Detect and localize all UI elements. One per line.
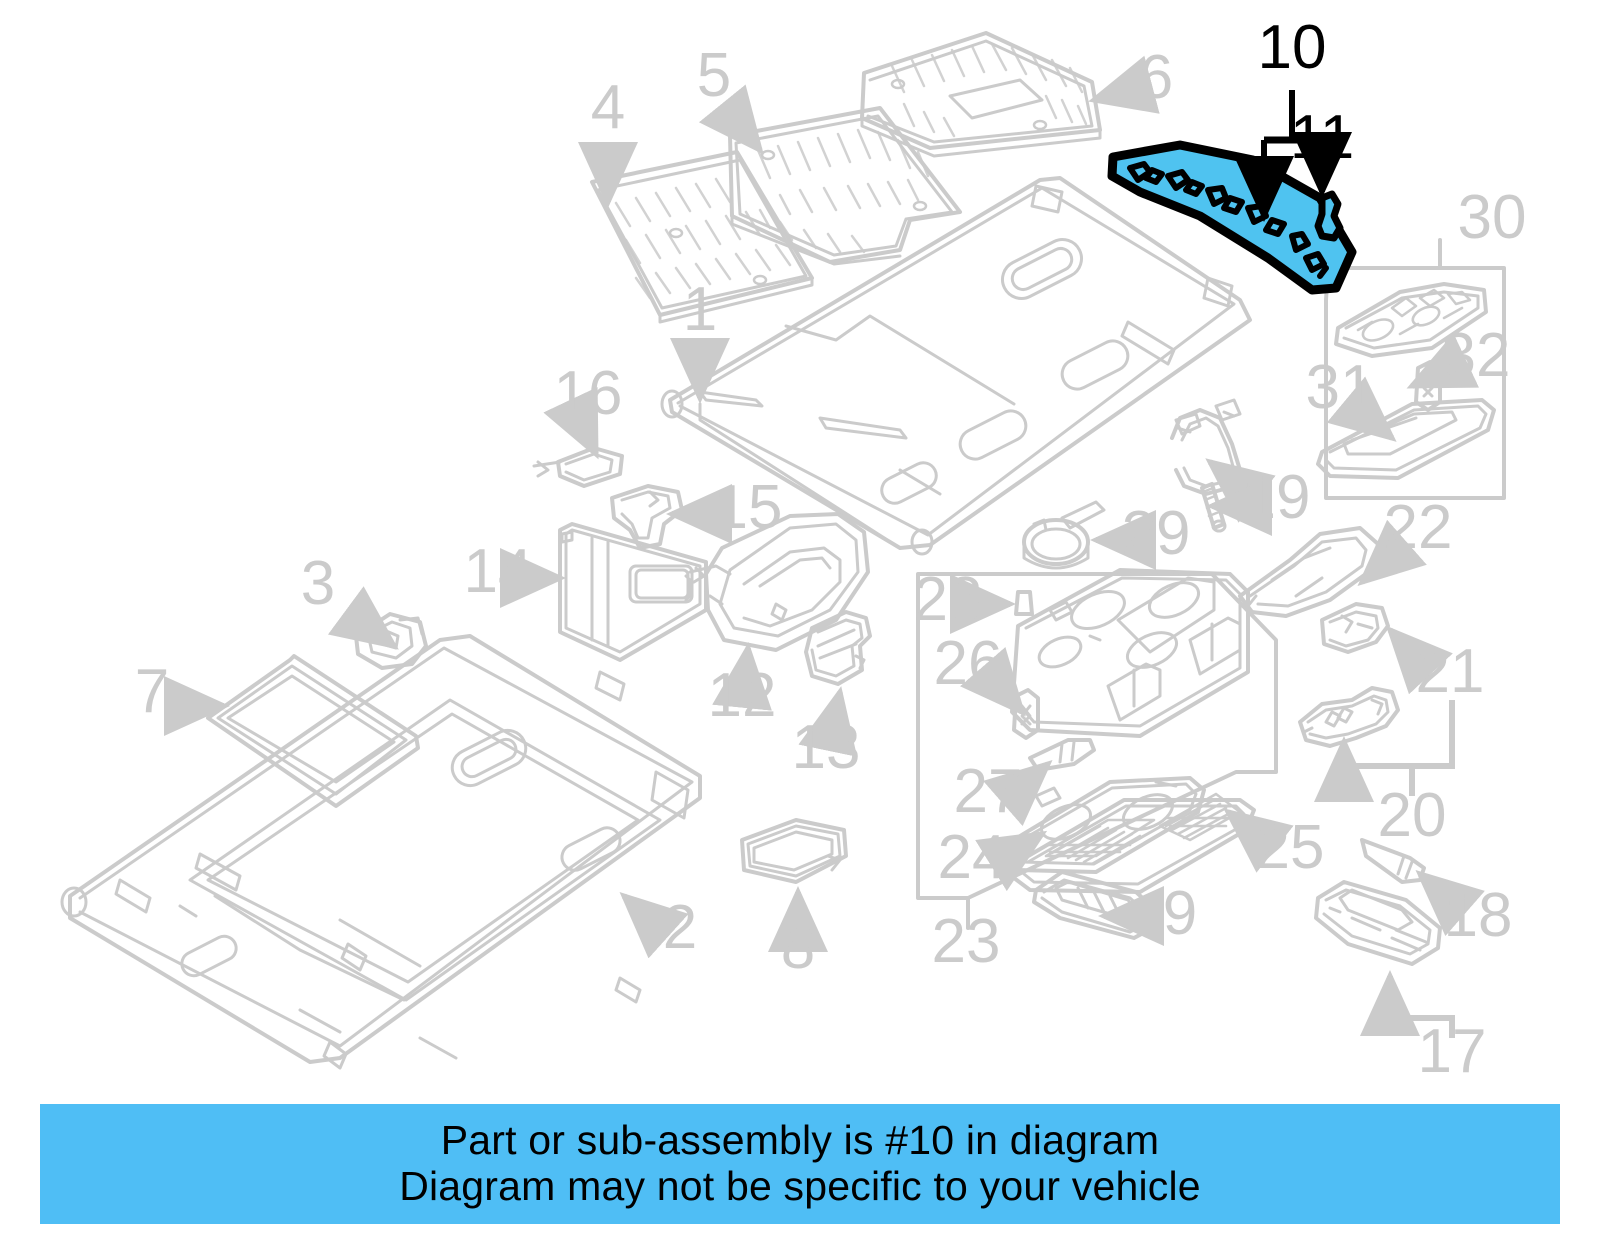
diagram-note-banner: Part or sub-assembly is #10 in diagram D… — [40, 1104, 1560, 1224]
speaker — [1022, 500, 1106, 570]
callout-label-23: 23 — [932, 907, 1001, 976]
arrow-16 — [543, 386, 599, 460]
callout-label-12: 12 — [708, 661, 777, 730]
headliner-upper — [660, 176, 1252, 556]
callout-label-5: 5 — [697, 41, 731, 110]
arrow-26 — [960, 647, 1026, 717]
bracket-20-right — [1412, 700, 1455, 769]
arrow-27 — [983, 760, 1053, 827]
callout-label-13: 13 — [792, 713, 861, 782]
callout-label-11: 11 — [1290, 103, 1354, 172]
console-group-box — [916, 572, 1278, 930]
callout-label-32: 32 — [1442, 321, 1511, 390]
arrow-22 — [1357, 519, 1427, 586]
callout-label-24: 24 — [938, 823, 1007, 892]
callout-label-18: 18 — [1444, 881, 1513, 950]
arrow-24 — [975, 830, 1048, 892]
callout-label-4: 4 — [591, 73, 625, 142]
callout-label-19: 19 — [1242, 463, 1311, 532]
callout-label-25: 25 — [1256, 813, 1325, 882]
visor-bracket — [804, 610, 872, 686]
retainer-clip — [1320, 602, 1390, 654]
callout-label-28: 28 — [914, 565, 983, 634]
callout-label-20: 20 — [1378, 781, 1447, 850]
visor-holder — [688, 512, 870, 652]
callout-label-10: 10 — [1258, 13, 1327, 82]
arrow-25 — [1223, 808, 1294, 873]
callout-label-2: 2 — [663, 893, 697, 962]
arrow-2 — [619, 891, 689, 959]
exploded-diagram: 1 2 3 4 5 6 7 8 9 10 11 12 13 14 15 16 1… — [60, 13, 1527, 1086]
callout-label-1: 1 — [683, 275, 717, 344]
arrow-32 — [1406, 333, 1480, 389]
insulator-pad-left — [590, 150, 814, 324]
arrow-18 — [1415, 870, 1485, 937]
callout-label-27: 27 — [954, 757, 1023, 826]
callout-label-26: 26 — [934, 629, 1003, 698]
console-body — [1010, 568, 1250, 738]
arrow-5 — [698, 84, 764, 155]
bracket-17 — [1360, 970, 1455, 1038]
arrow-21 — [1385, 625, 1453, 695]
callout-label-31: 31 — [1306, 353, 1375, 422]
console-bulb-2 — [1028, 738, 1096, 772]
handle-bracket — [1298, 686, 1400, 748]
assist-grip-cover — [740, 818, 848, 884]
callout-label-14: 14 — [464, 537, 533, 606]
callout-label-30: 30 — [1458, 183, 1527, 252]
callout-label-22: 22 — [1384, 493, 1453, 562]
banner-line-1: Part or sub-assembly is #10 in diagram — [440, 1117, 1160, 1164]
callout-label-29: 29 — [1122, 499, 1191, 568]
arrow-31 — [1326, 376, 1397, 442]
callout-label-16: 16 — [554, 359, 623, 428]
headliner-lower — [60, 634, 702, 1070]
bracket-20 — [1314, 736, 1415, 802]
diagram-canvas: 1 2 3 4 5 6 7 8 9 10 11 12 13 14 15 16 1… — [60, 13, 1527, 1086]
arrow-13 — [798, 686, 858, 757]
callout-labels: 1 2 3 4 5 6 7 8 9 10 11 12 13 14 15 16 1… — [135, 13, 1527, 1086]
callout-arrows — [164, 55, 1485, 1038]
callout-label-17: 17 — [1418, 1017, 1487, 1086]
sun-visor — [558, 522, 708, 662]
arrow-12 — [712, 642, 772, 711]
console-tab — [1014, 590, 1034, 616]
visor-clip — [610, 484, 684, 550]
callout-label-21: 21 — [1416, 637, 1485, 706]
arrow-3 — [327, 586, 399, 650]
banner-line-2: Diagram may not be specific to your vehi… — [399, 1163, 1201, 1209]
highlighted-part-11-clip — [1314, 190, 1344, 242]
arrow-6 — [1088, 55, 1160, 114]
callout-label-3: 3 — [301, 549, 335, 618]
visor-group-box — [1324, 238, 1506, 500]
callout-label-8: 8 — [781, 913, 815, 982]
insulator-pad-right — [860, 31, 1102, 158]
lamp-assembly — [1314, 880, 1442, 966]
callout-arrows-highlight — [1234, 90, 1352, 222]
sunroof-opening-trim — [206, 654, 420, 808]
visor-hook — [532, 446, 624, 488]
insulator-pad-center — [728, 106, 962, 266]
callout-label-6: 6 — [1139, 43, 1173, 112]
callout-label-7: 7 — [135, 657, 169, 726]
visor-30-upper — [1334, 282, 1488, 358]
callout-label-15: 15 — [714, 473, 783, 542]
callout-label-9: 9 — [1163, 879, 1197, 948]
